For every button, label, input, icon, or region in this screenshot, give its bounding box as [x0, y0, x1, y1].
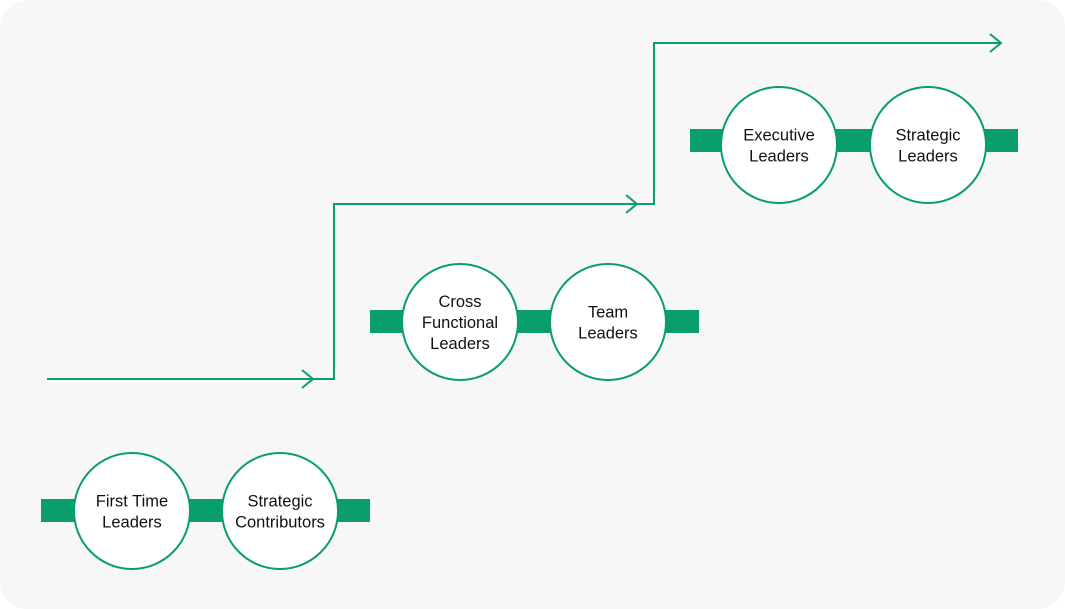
- node-label-line: Leaders: [578, 325, 638, 343]
- node-label-line: Cross: [438, 293, 481, 311]
- node-label-line: Leaders: [749, 148, 809, 166]
- node-label-line: First Time: [96, 493, 168, 511]
- node-label-line: Strategic: [895, 127, 960, 145]
- node-label-line: Team: [588, 304, 628, 322]
- node-label-line: Leaders: [898, 148, 958, 166]
- node-circle: [221, 452, 339, 570]
- node-label-line: Contributors: [235, 514, 325, 532]
- growth-path: [47, 33, 1003, 389]
- node-label-line: Functional: [422, 314, 498, 332]
- node-label-line: Executive: [743, 127, 815, 145]
- node-circle: [869, 86, 987, 204]
- node-label-line: Leaders: [102, 514, 162, 532]
- node-circle: [401, 263, 519, 381]
- step-line: [47, 42, 1000, 380]
- arrowhead-3-icon: [989, 33, 1003, 53]
- node-label-line: Leaders: [430, 335, 490, 353]
- node-circle: [73, 452, 191, 570]
- node-circle: [549, 263, 667, 381]
- node-circle: [720, 86, 838, 204]
- arrowhead-2-icon: [625, 194, 639, 214]
- node-label-line: Strategic: [247, 493, 312, 511]
- arrowhead-1-icon: [301, 369, 315, 389]
